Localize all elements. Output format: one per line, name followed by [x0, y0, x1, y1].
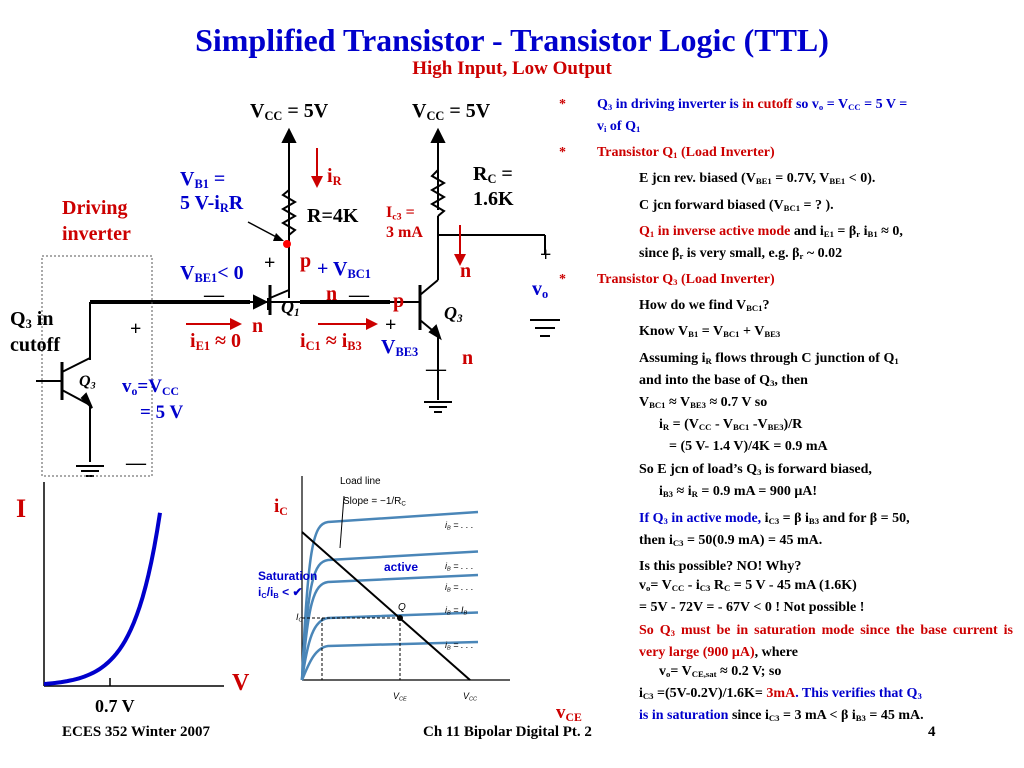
- explanation-notes: * Q3 in driving inverter is in cutoff so…: [553, 95, 1013, 733]
- minus-q1: —: [204, 284, 224, 306]
- note-transistor-q1: * Transistor Q1 (Load Inverter): [559, 145, 775, 161]
- vo-label: vo: [532, 278, 549, 302]
- diode-iv-plot: [43, 482, 224, 687]
- vo-vcc-value: = 5 V: [140, 402, 184, 423]
- saturation-ratio-label: iC/iB < ✔: [258, 585, 303, 600]
- check-icon: ✔: [292, 585, 303, 599]
- iv-y-label: I: [16, 494, 27, 523]
- q3-label: Q3: [444, 303, 463, 325]
- active-region-label: active: [384, 560, 419, 574]
- vcc-left-label: VCC = 5V: [250, 100, 329, 124]
- vb1-expression: 5 V-iRR: [180, 192, 244, 216]
- vcc-axis-label: VCC: [463, 691, 478, 703]
- bjt-characteristic-plot: [300, 476, 510, 681]
- plus-q1: +: [264, 252, 276, 274]
- vce-axis-label: VCE: [393, 691, 407, 703]
- rc-label: RC =: [473, 163, 513, 187]
- page-subtitle: High Input, Low Output: [412, 58, 612, 79]
- vo-vcc-label: vo=VCC: [122, 376, 179, 398]
- driving-inverter-label-2: inverter: [62, 223, 131, 245]
- saturation-label: Saturation: [258, 569, 318, 583]
- footer-chapter: Ch 11 Bipolar Digital Pt. 2: [423, 724, 592, 740]
- note-know-vb1: Know VB1 = VBC1 + VBE3: [639, 324, 781, 340]
- n-region-label-left: n: [252, 315, 264, 337]
- note-q1-c-jcn: C jcn forward biased (VBC1 = ? ).: [639, 197, 834, 213]
- ic3-value: 3 mA: [386, 224, 423, 241]
- star-marker: *: [559, 272, 566, 288]
- ir-label: iR: [327, 165, 342, 189]
- note-assuming-ir: Assuming iR flows through C junction of …: [639, 350, 899, 455]
- ib-curve: [300, 510, 479, 681]
- n-region-label-top: n: [326, 283, 338, 305]
- diode-curve: [43, 512, 162, 686]
- plus-vo: +: [540, 244, 552, 266]
- q3-driving-label: Q3: [79, 373, 96, 392]
- load-line-label: Load line: [340, 476, 381, 487]
- ic-axis-label: IC: [296, 612, 303, 624]
- ic3-label: Ic3 =: [386, 204, 415, 223]
- note-q1-inverse-active: Q1 in inverse active mode and iE1 = βr i…: [639, 223, 903, 262]
- vb1-label: VB1 =: [180, 168, 226, 192]
- ib-label-1: iB = . . .: [445, 520, 474, 532]
- page-title: Simplified Transistor - Transistor Logic…: [195, 22, 829, 58]
- char-x-label: vCE: [556, 702, 582, 724]
- q1-label: Q1: [281, 297, 300, 319]
- minus-driving: —: [126, 452, 146, 474]
- minus-vbc1: —: [349, 284, 369, 306]
- star-marker: *: [559, 145, 566, 161]
- footer-course: ECES 352 Winter 2007: [62, 724, 210, 740]
- ttl-circuit-diagram: [36, 127, 560, 477]
- note-q1-e-jcn: E jcn rev. biased (VBE1 = 0.7V, VBE1 < 0…: [639, 171, 876, 187]
- plus-vbe3: +: [385, 314, 397, 336]
- char-y-label: iC: [274, 496, 288, 518]
- resistor-r-label: R=4K: [307, 205, 359, 227]
- driving-inverter-label: Driving: [62, 197, 128, 219]
- ib-curve: [300, 640, 479, 681]
- q3-cutoff-label-2: cutoff: [10, 334, 60, 356]
- slope-label: Slope = −1/RC: [343, 496, 406, 508]
- iv-tick-label: 0.7 V: [95, 696, 135, 716]
- iv-x-label: V: [232, 670, 250, 696]
- q3-cutoff-label: Q3 in: [10, 308, 54, 332]
- note-transistor-q3: * Transistor Q3 (Load Inverter): [559, 272, 775, 288]
- note-saturation-mode: So Q3 must be in saturation mode since t…: [639, 622, 1013, 724]
- ic1-label: iC1 ≈ iB3: [300, 330, 362, 354]
- note-find-vbc1: How do we find VBC1?: [639, 298, 770, 314]
- star-marker: *: [559, 97, 566, 112]
- vbc1-label: + VBC1: [317, 258, 371, 282]
- p-region-label-2: p: [393, 290, 405, 312]
- p-region-label: p: [300, 250, 312, 272]
- n-region-label-right: n: [460, 260, 472, 282]
- rc-value: 1.6K: [473, 188, 514, 210]
- ib-curve: [300, 573, 479, 681]
- note-is-possible: Is this possible? NO! Why? vo= VCC - iC3…: [639, 558, 865, 615]
- vcc-right-label: VCC = 5V: [412, 100, 491, 124]
- vbe3-label: VBE3: [381, 336, 419, 360]
- ib-label-4: iB = IB: [445, 605, 468, 617]
- ib-label-2: iB = . . .: [445, 561, 474, 573]
- note-q3-cutoff: * Q3 in driving inverter is in cutoff so…: [559, 97, 908, 135]
- vbe1-label: VBE1< 0: [180, 262, 244, 286]
- ib-label-3: iB = . . .: [445, 582, 474, 594]
- n-region-label-bottom: n: [462, 347, 474, 369]
- footer-page-number: 4: [928, 724, 936, 740]
- ib-label-5: iB = . . .: [445, 640, 474, 652]
- note-e-jcn-forward: So E jcn of load’s Q3 is forward biased,…: [639, 462, 872, 500]
- note-if-active-mode: If Q3 in active mode, iC3 = β iB3 and fo…: [639, 510, 910, 548]
- minus-vbe3: —: [426, 358, 446, 380]
- plus-driving: +: [130, 318, 142, 340]
- ie1-label: iE1 ≈ 0: [190, 330, 242, 354]
- q-point-label: Q: [398, 602, 406, 613]
